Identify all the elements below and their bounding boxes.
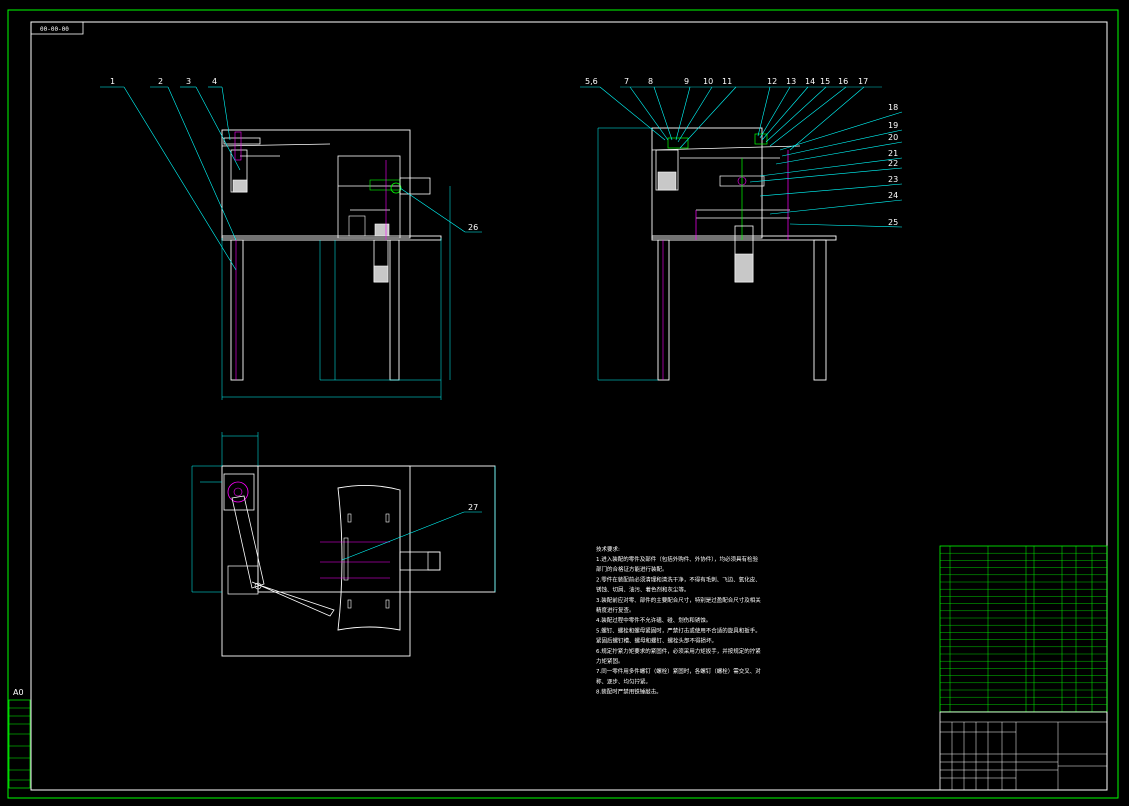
balloon-21: 21 (888, 149, 898, 158)
balloon-10: 10 (703, 77, 713, 86)
tech-note-line: 力矩紧固。 (596, 657, 624, 665)
balloon-26: 26 (468, 223, 478, 232)
top-view: 27 (191, 432, 496, 657)
outer-border (7, 9, 1119, 799)
balloon-13: 13 (786, 77, 796, 86)
balloon-4: 4 (212, 77, 217, 86)
balloon-23: 23 (888, 175, 898, 184)
balloon-12: 12 (767, 77, 777, 86)
tech-note-line: 部门的合格证方能进行装配。 (596, 565, 668, 573)
inner-border (30, 21, 1108, 791)
balloon-3: 3 (186, 77, 191, 86)
balloon-22: 22 (888, 159, 898, 168)
tech-note-line: 8.装配时严禁用铁锤敲击。 (596, 688, 662, 696)
balloon-19: 19 (888, 121, 898, 130)
technical-requirements: 技术要求: 1.进入装配的零件及部件（包括外购件、外协件），均必须具有检验部门的… (596, 545, 761, 696)
balloon-16: 16 (838, 77, 848, 86)
tech-note-line: 1.进入装配的零件及部件（包括外购件、外协件），均必须具有检验 (596, 555, 758, 563)
tech-notes-title: 技术要求: (596, 545, 620, 553)
front-motor-right (399, 177, 431, 195)
tech-note-line: 3.装配前应对零、部件的主要配合尺寸，特别是过盈配合尺寸及相关 (596, 596, 761, 604)
balloon-9: 9 (684, 77, 689, 86)
balloon-27: 27 (468, 503, 478, 512)
sheet-size-label: A0 (13, 688, 24, 697)
front-frame (221, 129, 411, 239)
side-tabletop (651, 235, 837, 241)
balloon-15: 15 (820, 77, 830, 86)
side-frame (651, 127, 763, 239)
front-leg-left (230, 239, 244, 381)
bom-title-block (939, 545, 1108, 791)
balloon-25: 25 (888, 218, 898, 227)
balloon-14: 14 (805, 77, 815, 86)
front-leg-right (389, 239, 400, 381)
tech-note-line: 称、逐步、均匀拧紧。 (596, 677, 651, 685)
tech-note-line: 锈蚀、切屑、油污、着色剂和灰尘等。 (596, 586, 690, 594)
balloon-1: 1 (110, 77, 115, 86)
tech-notes-lines: 1.进入装配的零件及部件（包括外购件、外协件），均必须具有检验部门的合格证方能进… (596, 555, 761, 696)
tech-note-line: 精度进行复查。 (596, 606, 635, 614)
left-side-strip: A0 (8, 688, 31, 789)
front-mechanism-frame (337, 155, 401, 239)
balloon-17: 17 (858, 77, 868, 86)
balloon-20: 20 (888, 133, 898, 142)
bom-table (939, 545, 1108, 713)
bom-rows (940, 553, 1107, 712)
balloon-5-6: 5,6 (585, 77, 598, 86)
drawing-number-text: 00-00-00 (40, 26, 69, 33)
side-leg-right (813, 239, 827, 381)
tech-note-line: 紧固后螺钉槽、螺母和螺钉、螺栓头部不得损坏。 (596, 637, 717, 645)
drawing-number-box (30, 21, 84, 35)
balloon-8: 8 (648, 77, 653, 86)
tech-note-line: 7.同一零件用多件螺钉（螺栓）紧固时，各螺钉（螺栓）需交叉、对 (596, 667, 761, 675)
tech-note-line: 2.零件在装配前必须清理和清洗干净，不得有毛刺、飞边、氧化皮、 (596, 575, 761, 583)
balloon-18: 18 (888, 103, 898, 112)
tech-note-line: 4.装配过程中零件不允许磕、碰、划伤和锈蚀。 (596, 616, 711, 624)
front-view: 1 2 3 4 26 (100, 77, 482, 400)
top-curved-plate (337, 485, 401, 631)
tech-note-line: 5.螺钉、螺栓和螺母紧固时，严禁打击或使用不合适的旋具和扳手。 (596, 626, 761, 634)
tech-note-line: 6.规定拧紧力矩要求的紧固件，必须采用力矩扳手，并按规定的拧紧 (596, 647, 761, 655)
balloon-7: 7 (624, 77, 629, 86)
side-leg-left (657, 239, 670, 381)
balloon-24: 24 (888, 191, 898, 200)
balloon-11: 11 (722, 77, 732, 86)
balloon-2: 2 (158, 77, 163, 86)
title-block (939, 711, 1108, 791)
side-view: 5,6 7 8 9 10 11 12 13 14 15 16 17 18 19 … (580, 77, 903, 381)
